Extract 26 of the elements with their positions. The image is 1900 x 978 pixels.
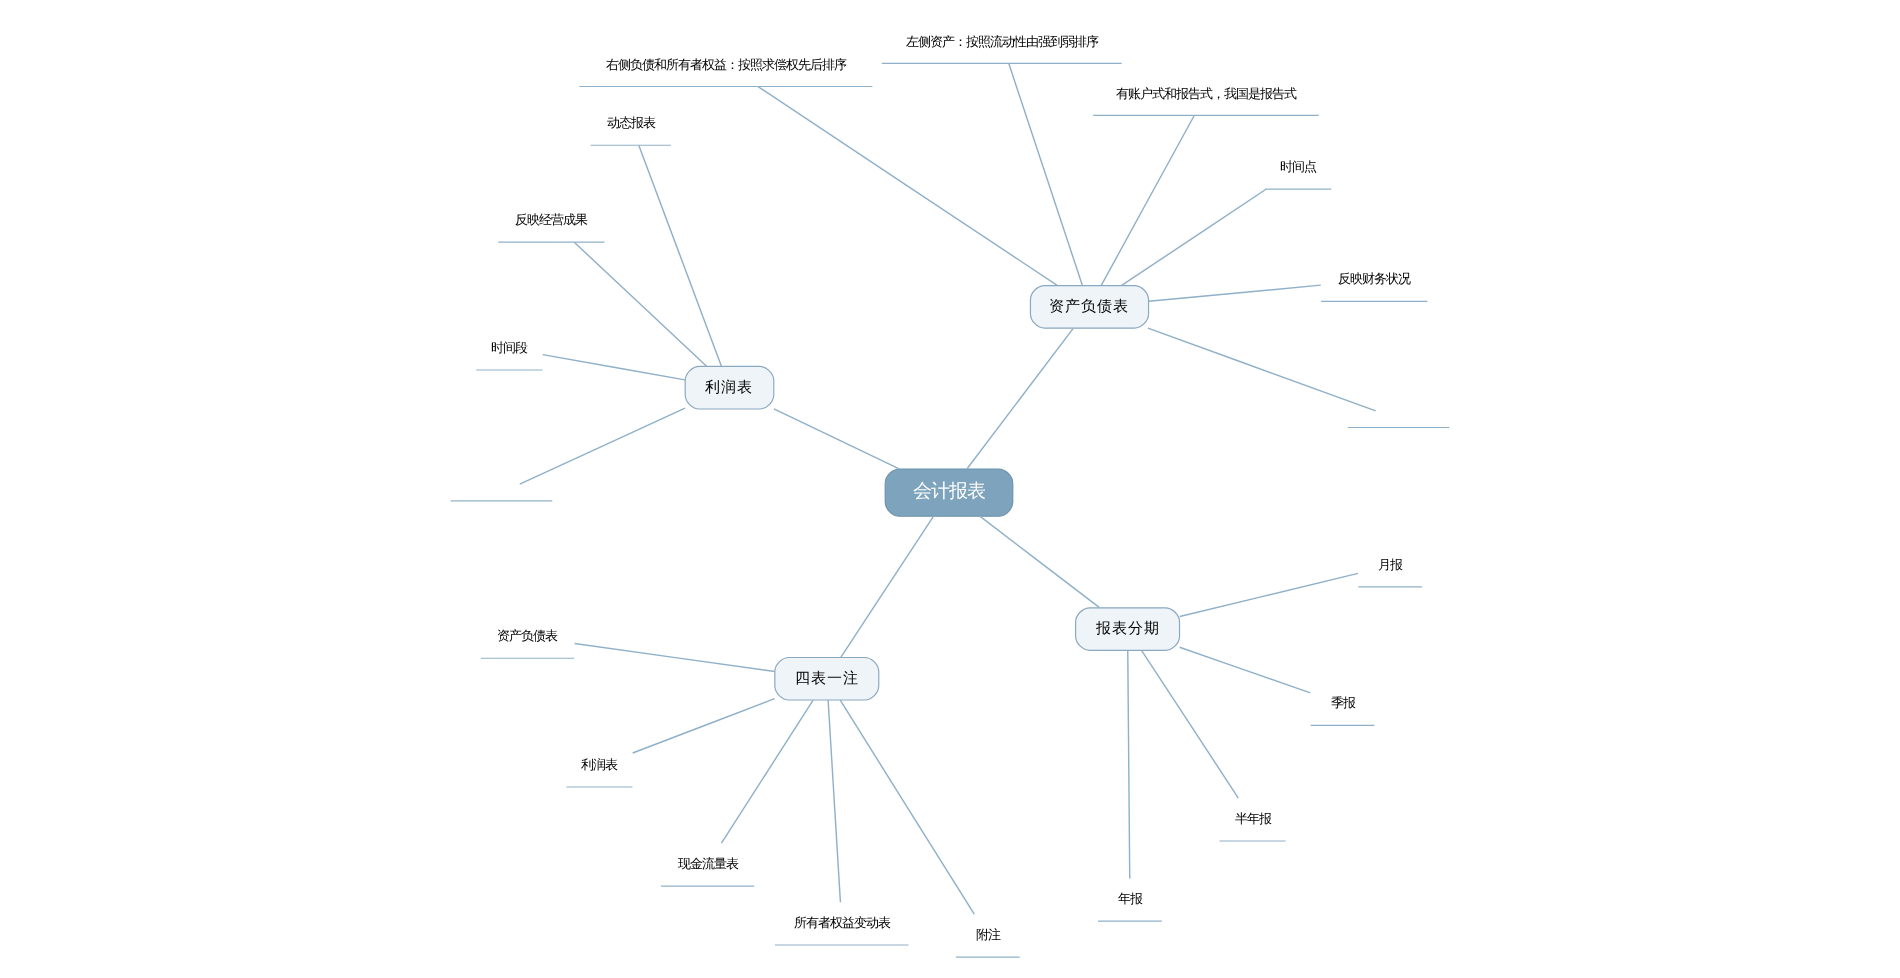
node-line [1347,426,1450,429]
connector [773,408,900,470]
connector [631,698,776,754]
connector [1178,646,1311,694]
connector [1120,188,1267,287]
connector [1140,649,1239,799]
connector [542,353,686,381]
node-line [450,500,553,502]
connector [1179,572,1359,618]
connector [573,642,776,673]
connector [720,699,814,844]
connector [638,144,723,367]
connector [519,407,686,485]
connector [979,515,1100,609]
connector [839,699,975,915]
connector [1100,114,1195,286]
connector [827,699,842,903]
connector [1147,327,1377,412]
connector [757,85,1058,287]
connector [573,241,708,367]
connector [1148,284,1322,302]
node-box: 会计报表 [884,468,1014,517]
connector [966,327,1074,470]
connector [1127,650,1131,880]
connector [840,515,934,658]
connector [1008,63,1083,286]
